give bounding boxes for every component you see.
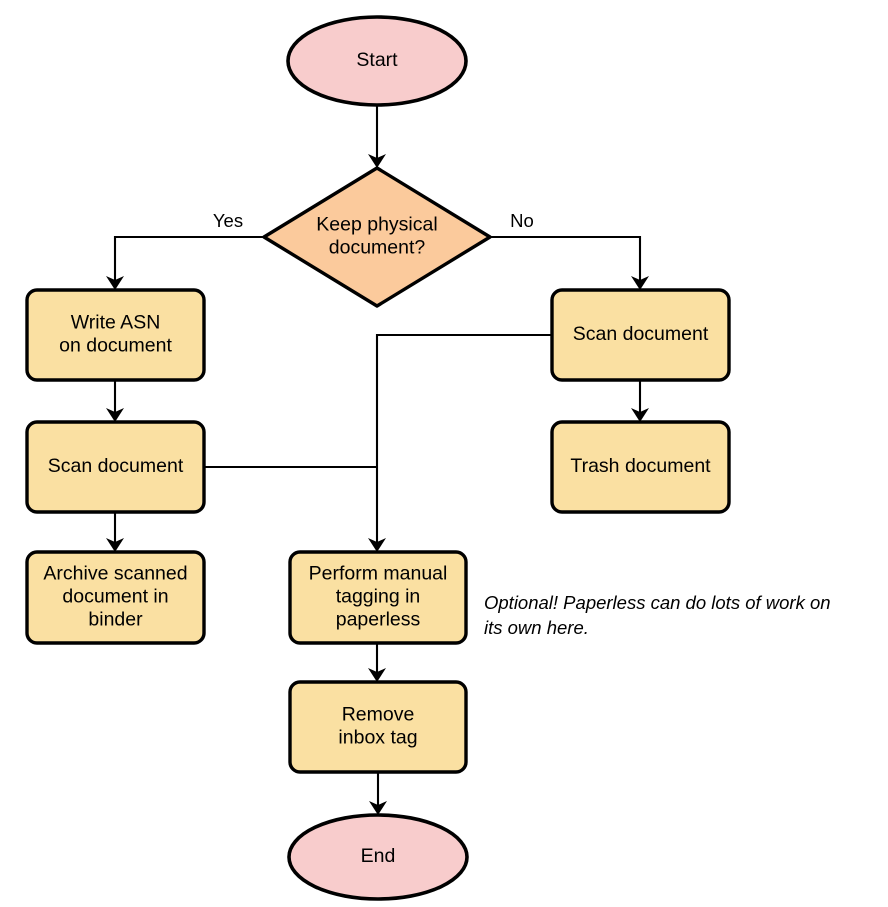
edge-line	[113, 235, 264, 286]
edge-write-asn-to-scan-left	[106, 380, 124, 422]
node-label: Trash document	[570, 455, 711, 477]
node-shape-rect	[25, 288, 206, 382]
node-label: inbox tag	[338, 727, 417, 749]
node-shape-rect	[25, 550, 206, 645]
node-shape-rect	[550, 420, 731, 514]
edge-arrowhead	[368, 668, 386, 682]
annotation-line: its own here.	[484, 617, 589, 638]
node-shape-rect	[288, 680, 468, 774]
node-label: Remove	[342, 704, 415, 726]
node-label: Perform manual	[309, 563, 448, 585]
annotations-layer: Optional! Paperless can do lots of work …	[484, 592, 831, 638]
node-label: Keep physical	[316, 214, 437, 236]
edges-layer: Yes No	[106, 105, 649, 815]
edge-label-decision-no-to-scan-right: No	[510, 210, 534, 231]
node-end[interactable]: End	[287, 813, 469, 901]
node-trash-document[interactable]: Trash document	[550, 420, 731, 514]
edge-arrowhead	[631, 276, 649, 290]
edge-arrowhead	[106, 538, 124, 552]
edge-line	[490, 235, 642, 286]
edge-arrowhead	[368, 154, 386, 168]
annotation-line: Optional! Paperless can do lots of work …	[484, 592, 831, 613]
edge-remove-inbox-to-end	[369, 772, 387, 815]
edge-arrowhead	[369, 801, 387, 815]
node-label: paperless	[336, 609, 421, 631]
edge-arrowhead	[631, 408, 649, 422]
node-shape-ellipse	[287, 813, 469, 901]
edge-scan-right-to-manual-tagging	[368, 333, 552, 552]
node-label: Write ASN	[71, 312, 161, 334]
node-label: document in	[62, 586, 168, 608]
node-scan-document-right[interactable]: Scan document	[550, 288, 731, 382]
edge-scan-right-to-trash	[631, 380, 649, 422]
node-shape-rect	[288, 550, 468, 645]
node-shape-diamond	[262, 166, 492, 308]
node-scan-document-left[interactable]: Scan document	[25, 420, 206, 514]
node-shape-rect	[25, 420, 206, 514]
node-label: tagging in	[336, 586, 421, 608]
edge-decision-yes-to-write-asn: Yes	[106, 210, 264, 290]
edge-arrowhead	[368, 538, 386, 552]
edge-decision-no-to-scan-right: No	[490, 210, 649, 290]
edge-label-decision-yes-to-write-asn: Yes	[213, 210, 243, 231]
node-start[interactable]: Start	[286, 15, 468, 107]
node-label: Archive scanned	[43, 563, 187, 585]
node-label: Scan document	[48, 455, 184, 477]
edge-start-to-decision	[368, 105, 386, 168]
node-label: binder	[88, 609, 143, 631]
edge-arrowhead	[106, 408, 124, 422]
edge-scan-left-to-archive	[106, 512, 124, 552]
node-label: Start	[356, 49, 398, 71]
node-label: Scan document	[573, 323, 709, 345]
edge-manual-tagging-to-remove-inbox	[368, 643, 386, 682]
edge-line	[375, 333, 552, 548]
node-label: End	[361, 845, 396, 867]
node-shape-ellipse	[286, 15, 468, 107]
node-label: on document	[59, 335, 172, 357]
annotation-optional-note: Optional! Paperless can do lots of work …	[484, 592, 831, 638]
edge-arrowhead	[106, 276, 124, 290]
node-shape-rect	[550, 288, 731, 382]
node-label: document?	[329, 237, 426, 259]
